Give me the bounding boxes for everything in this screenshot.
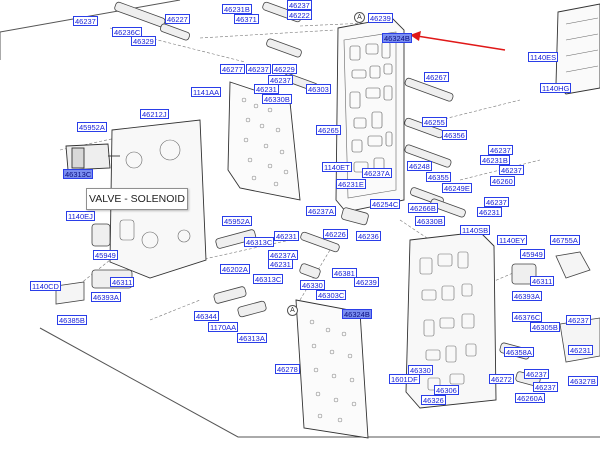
part-label[interactable]: 46330 (408, 365, 433, 375)
part-label[interactable]: 1140ET (322, 162, 352, 172)
part-label[interactable]: 1140CD (30, 281, 61, 291)
part-label[interactable]: 46313C (253, 274, 284, 284)
part-label[interactable]: 46303 (306, 84, 331, 94)
section-mark-upper: A (354, 12, 365, 23)
part-label[interactable]: 45952A (222, 216, 252, 226)
part-label[interactable]: 1140SB (460, 225, 491, 235)
part-label[interactable]: 46237 (524, 369, 549, 379)
part-label[interactable]: 46237A (306, 206, 336, 216)
part-label[interactable]: 46237 (268, 75, 293, 85)
part-label[interactable]: 46267 (424, 72, 449, 82)
part-label[interactable]: 46255 (422, 117, 447, 127)
part-label[interactable]: 46202A (220, 264, 250, 274)
part-label[interactable]: 46305B (530, 322, 560, 332)
part-label[interactable]: 46231 (568, 345, 593, 355)
part-label[interactable]: 46226 (323, 229, 348, 239)
part-label[interactable]: 46327B (568, 376, 598, 386)
part-label[interactable]: 46248 (407, 161, 432, 171)
indicator-arrow (410, 31, 506, 51)
part-label[interactable]: 1601DF (389, 374, 420, 384)
part-label[interactable]: 46330 (300, 280, 325, 290)
part-label[interactable]: 46358A (504, 347, 534, 357)
part-label[interactable]: 1140EY (497, 235, 528, 245)
part-label[interactable]: 46313C (244, 237, 275, 247)
part-label[interactable]: 46236C (112, 27, 143, 37)
part-label[interactable]: 46236 (356, 231, 381, 241)
part-label[interactable]: 46231B (480, 155, 510, 165)
part-label[interactable]: 46371 (234, 14, 259, 24)
part-label[interactable]: 1141AA (191, 87, 222, 97)
part-label[interactable]: 46393A (512, 291, 542, 301)
top-right-housing (555, 3, 600, 95)
part-label[interactable]: 46231 (254, 84, 279, 94)
part-label[interactable]: 46303C (316, 290, 347, 300)
part-label[interactable]: 46212J (140, 109, 169, 119)
part-label[interactable]: 46231E (336, 179, 366, 189)
part-label[interactable]: 46278 (275, 364, 300, 374)
part-label[interactable]: 46237 (287, 0, 312, 10)
part-label[interactable]: 46393A (91, 292, 121, 302)
part-label[interactable]: 46231B (222, 4, 252, 14)
part-label[interactable]: 46311 (110, 277, 135, 287)
part-label[interactable]: 45949 (520, 249, 545, 259)
part-label[interactable]: 1140EJ (66, 211, 95, 221)
part-label[interactable]: 46222 (287, 10, 312, 20)
part-label[interactable]: 46272 (489, 374, 514, 384)
part-label[interactable]: 46227 (165, 14, 190, 24)
part-label[interactable]: 46306 (434, 385, 459, 395)
part-label[interactable]: 46260A (515, 393, 545, 403)
part-label[interactable]: 46237A (362, 168, 392, 178)
part-label[interactable]: 46237 (246, 64, 271, 74)
part-label[interactable]: 46239 (354, 277, 379, 287)
solenoid-valve-left (65, 143, 120, 171)
part-label[interactable]: 46237 (499, 165, 524, 175)
part-label[interactable]: 46326 (421, 395, 446, 405)
part-label[interactable]: 46249E (442, 183, 472, 193)
part-label[interactable]: 46330B (415, 216, 445, 226)
part-label[interactable]: 46237 (533, 382, 558, 392)
part-label[interactable]: 46229 (272, 64, 297, 74)
part-label[interactable]: 46381 (332, 268, 357, 278)
part-label[interactable]: 46260 (490, 176, 515, 186)
part-label[interactable]: 45952A (77, 122, 107, 132)
part-label[interactable]: 46355 (426, 172, 451, 182)
part-label[interactable]: 46239 (368, 13, 393, 23)
separator-plate-lower (295, 299, 369, 439)
part-label-highlighted[interactable]: 46313C (63, 169, 94, 179)
part-label[interactable]: 46237 (488, 145, 513, 155)
frame-edge (39, 327, 600, 438)
part-label[interactable]: 46231 (477, 207, 502, 217)
part-label[interactable]: 1140ES (528, 52, 559, 62)
part-tooltip: VALVE - SOLENOID (86, 188, 188, 210)
part-label[interactable]: 46330B (262, 94, 292, 104)
part-label[interactable]: 45949 (93, 250, 118, 260)
part-label[interactable]: 46265 (316, 125, 341, 135)
section-mark-lower: A (287, 305, 298, 316)
part-label[interactable]: 46237 (484, 197, 509, 207)
part-label[interactable]: 46344 (194, 311, 219, 321)
part-label[interactable]: 46266B (408, 203, 438, 213)
part-label[interactable]: 46329 (131, 36, 156, 46)
part-label[interactable]: 46311 (530, 276, 555, 286)
part-label[interactable]: 46385B (57, 315, 87, 325)
part-label[interactable]: 46356 (442, 130, 467, 140)
part-label[interactable]: 46376C (512, 312, 543, 322)
part-label[interactable]: 46313A (237, 333, 267, 343)
part-label[interactable]: 46237 (73, 16, 98, 26)
part-label[interactable]: 1170AA (208, 322, 239, 332)
part-label[interactable]: 1140HG (540, 83, 572, 93)
part-label[interactable]: 46277 (220, 64, 245, 74)
part-label[interactable]: 46237 (566, 315, 591, 325)
part-label[interactable]: 46231 (268, 259, 293, 269)
part-label-highlighted[interactable]: 46324B (382, 33, 412, 43)
part-label[interactable]: 46231 (274, 231, 299, 241)
part-label[interactable]: 46254C (370, 199, 401, 209)
part-label-highlighted[interactable]: 46324B (342, 309, 372, 319)
part-label[interactable]: 46755A (550, 235, 580, 245)
